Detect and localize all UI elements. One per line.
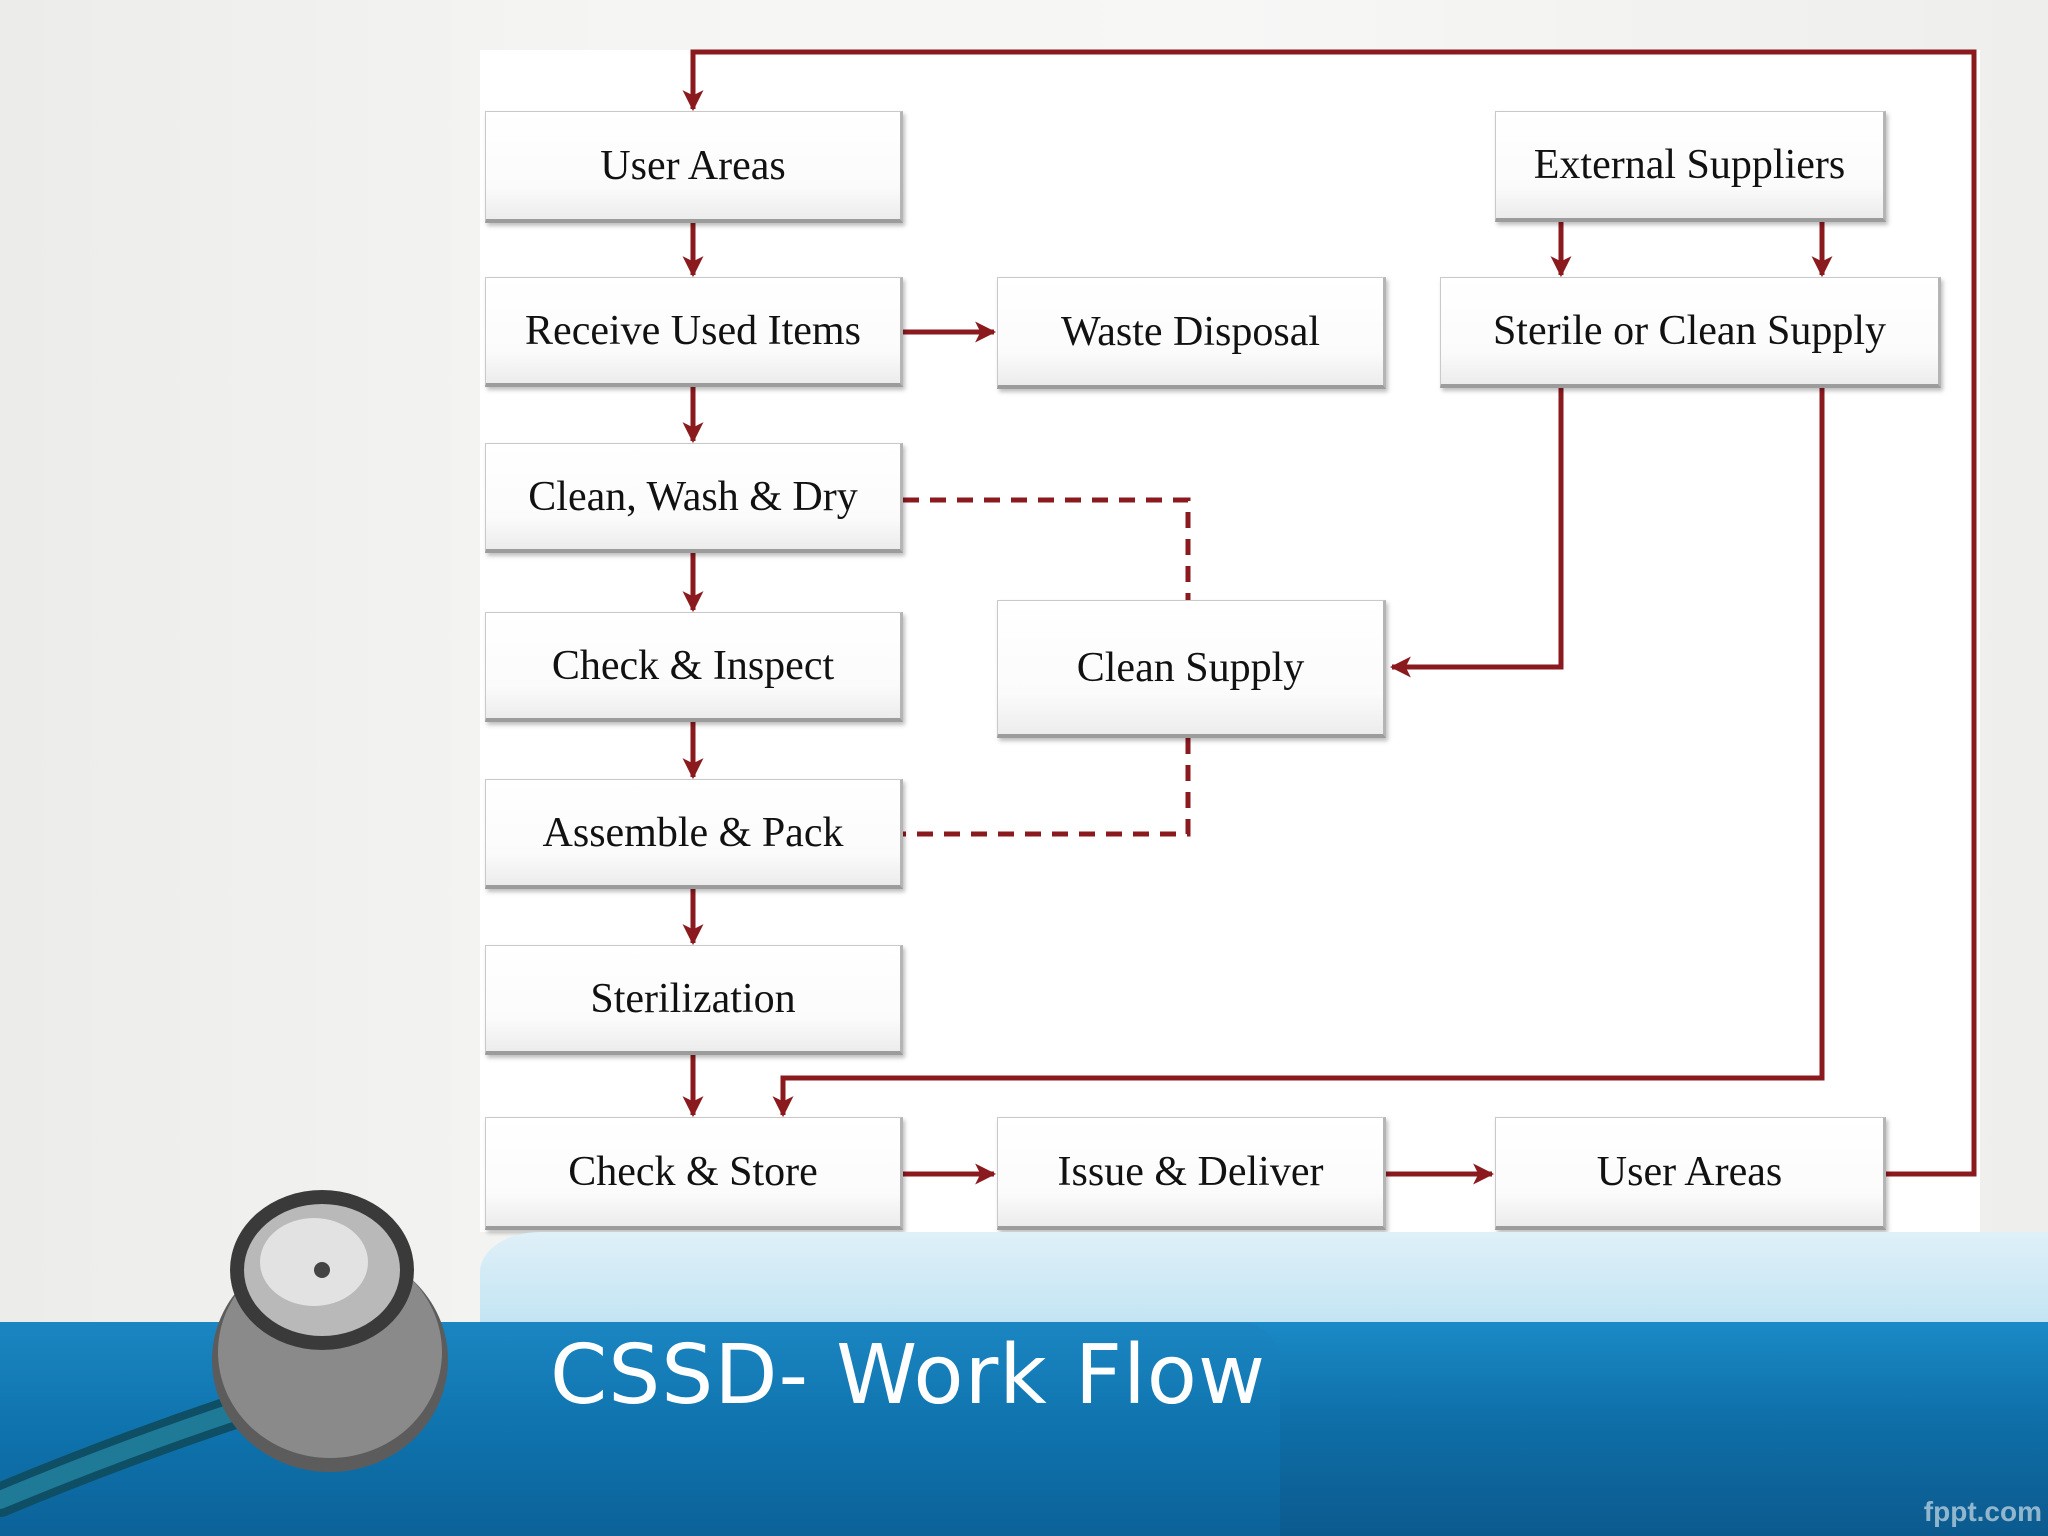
node-receive-used-items: Receive Used Items [485,277,903,387]
node-clean-supply: Clean Supply [997,600,1386,738]
watermark: fppt.com [1923,1496,2042,1527]
node-sterile-clean-supply: Sterile or Clean Supply [1440,277,1941,388]
node-issue-deliver: Issue & Deliver [997,1117,1386,1230]
node-external-suppliers: External Suppliers [1495,111,1886,222]
slide-title: CSSD- Work Flow [550,1328,1267,1423]
node-assemble-pack: Assemble & Pack [485,779,903,889]
node-user-areas-top: User Areas [485,111,903,223]
node-check-store: Check & Store [485,1117,903,1230]
node-clean-wash-dry: Clean, Wash & Dry [485,443,903,553]
node-waste-disposal: Waste Disposal [997,277,1386,389]
node-sterilization: Sterilization [485,945,903,1055]
stethoscope-icon [0,1190,448,1517]
node-check-inspect: Check & Inspect [485,612,903,722]
node-user-areas-bottom: User Areas [1495,1117,1886,1230]
